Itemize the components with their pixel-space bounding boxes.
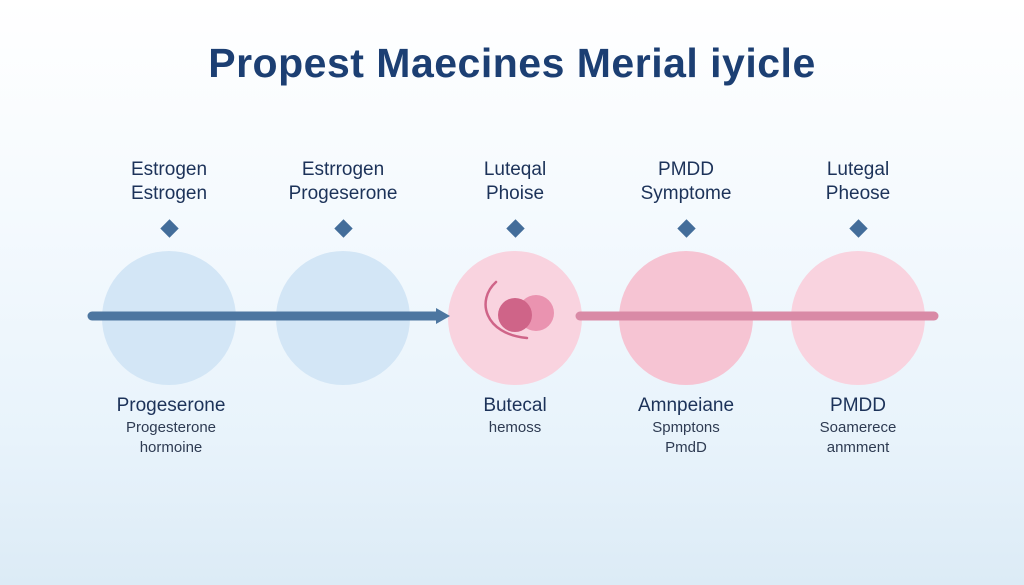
ovary-cell-icon [484, 280, 554, 340]
stage-4-top-line-1: PMDD [658, 159, 714, 180]
stage-4-bottom-sub-1: Spmptons [652, 419, 720, 436]
stage-5-bottom-sub-1: Soamerece [819, 419, 897, 436]
diamond-marker-icon [849, 219, 868, 238]
stage-3-bottom: Butecal hemoss [405, 394, 625, 438]
stage-5-top: Lutegal Pheose [748, 158, 968, 206]
stage-4-bottom-heading: Amnpeiane [637, 395, 735, 416]
stage-4-bottom: Amnpeiane Spmptons PmdD [576, 394, 796, 458]
stage-1-top-line-1: Estrogen [130, 159, 208, 180]
diamond-marker-icon [677, 219, 696, 238]
stage-1-bottom: Progeserone Progesterone hormoine [61, 394, 281, 458]
stage-5-bottom-heading: PMDD [830, 395, 886, 416]
arrow-right-icon [436, 308, 450, 324]
stage-3-top-line-1: Luteqal [483, 159, 547, 180]
diamond-marker-icon [160, 219, 179, 238]
stage-5-top-line-1: Lutegal [826, 159, 890, 180]
stage-4-top: PMDD Symptome [576, 158, 796, 206]
stage-5-top-line-2: Pheose [825, 183, 891, 204]
stage-5-bottom: PMDD Soamerece anmment [748, 394, 968, 458]
page-title: Propest Maecines Merial iyicle [208, 40, 816, 86]
stage-1-top: Estrogen Estrogen [59, 158, 279, 206]
stage-4-bottom-sub-2: PmdD [665, 439, 707, 456]
stage-3-bottom-heading: Butecal [483, 395, 547, 416]
stage-1-bottom-sub-1: Progesterone [125, 419, 217, 436]
stage-5-bottom-sub-2: anmment [826, 439, 890, 456]
stage-4-top-line-2: Symptome [640, 183, 732, 204]
stage-3-top-line-2: Phoise [485, 183, 545, 204]
diamond-marker-icon [334, 219, 353, 238]
stage-1-bottom-sub-2: hormoine [139, 439, 203, 456]
stage-2-top: Estrrogen Progeserone [233, 158, 453, 206]
stage-3-bottom-sub-1: hemoss [488, 419, 542, 436]
stage-2-top-line-2: Progeserone [288, 183, 398, 204]
stage-1-top-line-2: Estrogen [130, 183, 208, 204]
stage-3-top: Luteqal Phoise [405, 158, 625, 206]
stage-1-bottom-heading: Progeserone [116, 395, 226, 416]
stage-2-top-line-1: Estrrogen [301, 159, 385, 180]
diamond-marker-icon [506, 219, 525, 238]
